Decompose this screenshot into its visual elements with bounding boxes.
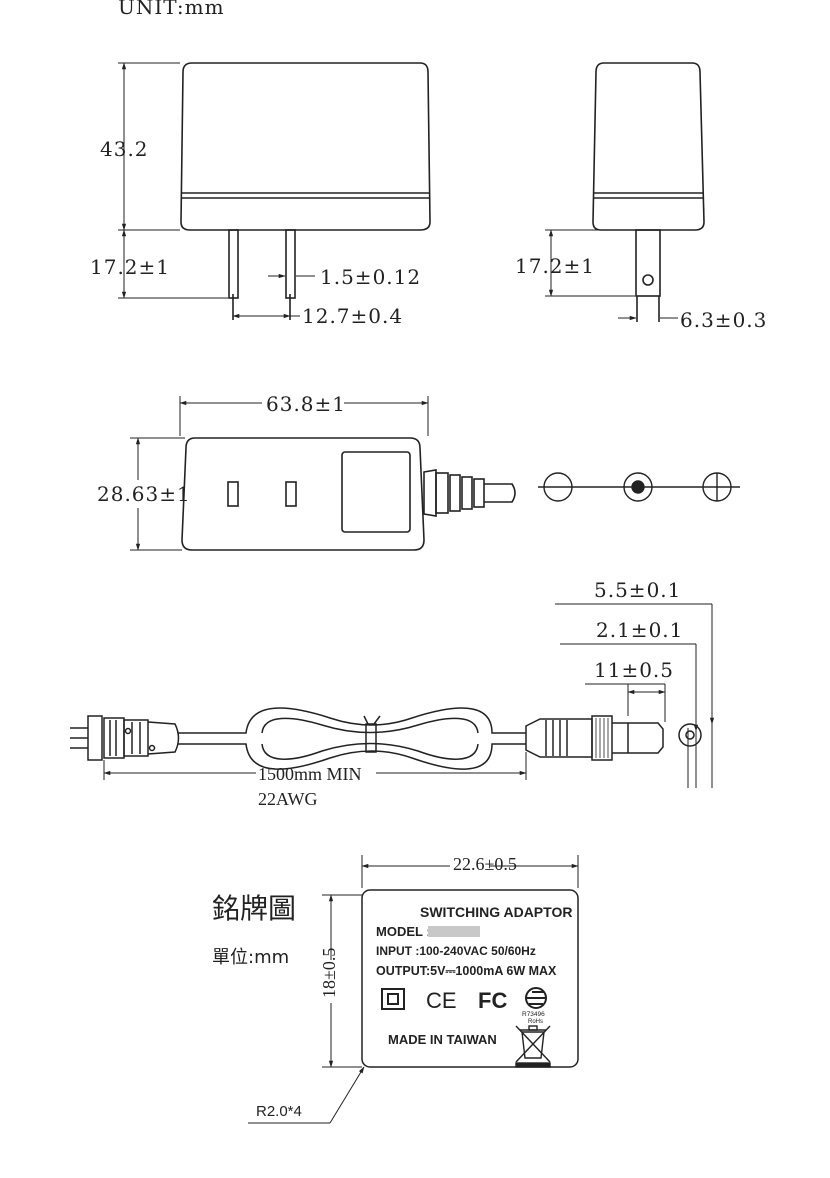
plug-length-dim: 11±0.5 [594,658,674,682]
side-prong-length-dim: 17.2±1 [515,254,595,278]
plug-end-outer [678,723,702,747]
weee-bin-icon [515,1025,551,1068]
side-view-body [592,62,705,231]
cable-dimensions [103,603,715,788]
ce-mark-icon: CE [426,988,457,1013]
front-view-dimensions [118,62,315,319]
dc-plug [525,715,664,761]
nameplate-frame [361,889,579,1068]
top-view-body [181,437,425,551]
nameplate-title: SWITCHING ADAPTOR [420,904,572,920]
nameplate-width-dim: 22.6±0.5 [453,854,517,874]
cable-gauge: 22AWG [258,789,318,809]
strain-relief [423,469,516,517]
top-view-dimensions [130,396,429,551]
corner-radius-dim: R2.0*4 [256,1103,302,1120]
cable-loop [178,707,526,770]
side-view-prong [635,229,661,297]
cable-length-dim: 1500mm MIN [258,764,362,784]
plug-end-inner [685,730,695,740]
bsmi-mark-icon [525,987,547,1009]
plug-inner-diameter-dim: 2.1±0.1 [596,618,683,642]
plug-outer-diameter-dim: 5.5±0.1 [594,578,681,602]
side-prong-hole [642,274,654,286]
cable-tie [365,723,377,753]
model-number-redacted [428,926,480,937]
unit-label: UNIT:mm [118,0,225,19]
nameplate-dimensions [248,855,579,1124]
cable-connector-left [70,715,180,761]
top-width-dim: 28.63±1 [97,482,191,506]
nameplate-model: MODEL : [376,924,431,939]
nameplate-heading: 銘牌圖 [212,892,296,925]
end-view-center [623,472,653,502]
nameplate-made-in: MADE IN TAIWAN [388,1032,497,1047]
top-length-dim: 63.8±1 [266,392,346,416]
label-area [341,451,411,533]
dc-plug-end-views [538,472,740,502]
nameplate-unit: 單位:mm [212,947,289,968]
front-prong-spacing-dim: 12.7±0.4 [302,304,403,328]
nameplate-output: OUTPUT:5V⎓1000mA 6W MAX [376,964,557,978]
side-prong-width-dim: 6.3±0.3 [680,308,767,332]
side-view [592,62,705,322]
end-view-left [543,472,573,502]
rohs-mark: RoHs [528,1019,543,1025]
front-height-dim: 43.2 [100,137,149,161]
front-prong-length-dim: 17.2±1 [90,255,170,279]
side-view-dimensions [545,229,678,321]
front-view-body [180,62,431,231]
front-left-prong [228,229,239,299]
bsmi-code: R73496 [522,1011,545,1018]
cable-assembly [70,707,702,770]
front-prong-thickness-dim: 1.5±0.12 [320,265,421,289]
front-right-prong [285,229,296,299]
certification-marks: CE FC R73496 RoHs [381,987,547,1025]
top-view [181,437,516,551]
top-right-slot [285,481,297,507]
top-left-slot [227,481,239,507]
front-view [180,62,431,320]
fc-mark-icon: FC [478,988,507,1013]
nameplate-height-dim: 18±0.5 [319,948,339,998]
nameplate-input: INPUT :100-240VAC 50/60Hz [376,944,536,958]
double-insulation-icon [381,988,405,1010]
